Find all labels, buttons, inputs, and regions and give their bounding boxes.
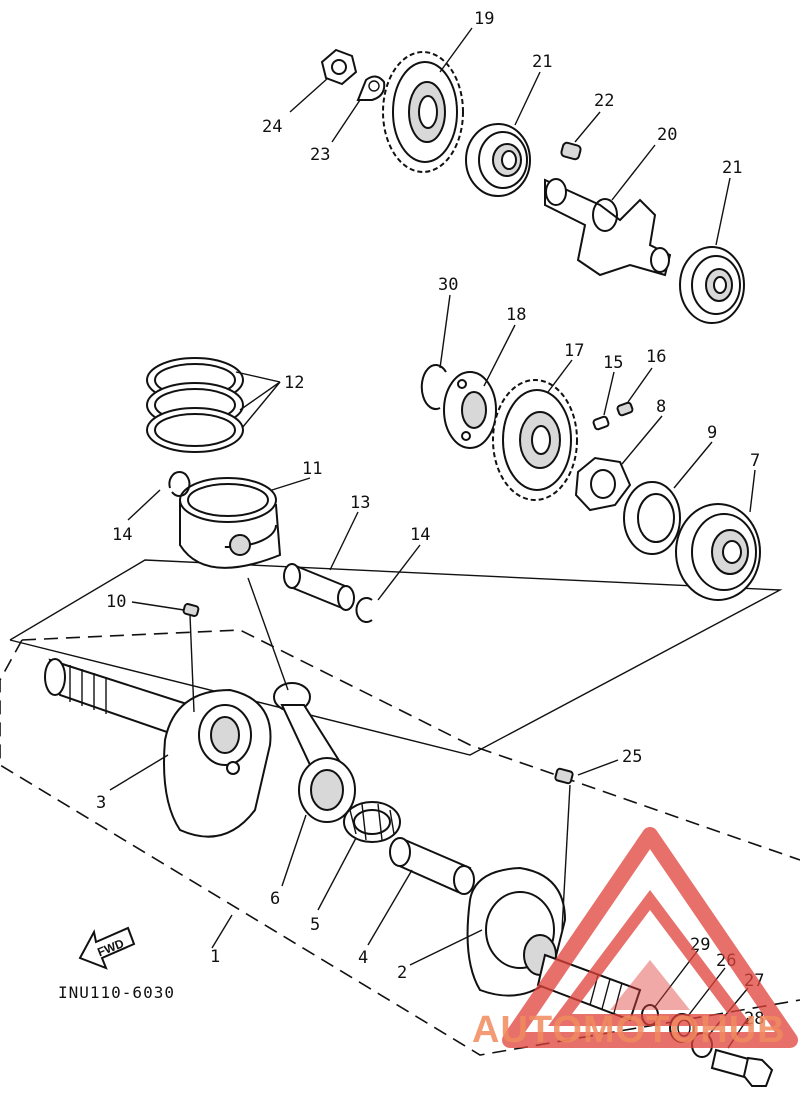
callout-12: 12 bbox=[284, 373, 304, 393]
callout-30: 30 bbox=[438, 275, 458, 295]
key-22 bbox=[560, 141, 582, 161]
circlip-14-left bbox=[168, 470, 191, 497]
callout-13: 13 bbox=[350, 493, 370, 513]
plate-18 bbox=[443, 371, 497, 449]
piston-rings-12 bbox=[146, 357, 244, 453]
leader-lines bbox=[109, 27, 756, 1049]
crank-pin-4 bbox=[389, 837, 475, 895]
callout-20: 20 bbox=[657, 125, 677, 145]
nut-8 bbox=[574, 456, 632, 512]
callout-4: 4 bbox=[358, 948, 368, 968]
circlip-14-right bbox=[355, 597, 373, 623]
callout-29: 29 bbox=[690, 935, 710, 955]
bolt-28 bbox=[710, 1048, 774, 1087]
fwd-arrow-icon: FWD bbox=[78, 926, 136, 970]
balancer-shaft-20 bbox=[544, 178, 672, 277]
callout-14-right: 14 bbox=[410, 525, 430, 545]
callout-5: 5 bbox=[310, 915, 320, 935]
drawing-code: INU110-6030 bbox=[58, 983, 175, 1002]
callout-15: 15 bbox=[603, 353, 623, 373]
callout-25: 25 bbox=[622, 747, 642, 767]
circlip-30 bbox=[420, 364, 447, 411]
primary-drive-gear-19 bbox=[382, 51, 464, 173]
piston-11 bbox=[179, 477, 282, 569]
key-25 bbox=[554, 767, 574, 785]
callout-6: 6 bbox=[270, 889, 280, 909]
crankshaft-left-3 bbox=[44, 658, 272, 838]
callout-21-upper: 21 bbox=[532, 52, 552, 72]
callout-10: 10 bbox=[106, 592, 126, 612]
callout-8: 8 bbox=[656, 397, 666, 417]
crankshaft-right-2 bbox=[466, 866, 642, 1022]
callout-19: 19 bbox=[474, 9, 494, 29]
spring-15 bbox=[592, 415, 610, 431]
needle-bearing-5 bbox=[343, 801, 401, 843]
washer-9 bbox=[623, 481, 681, 555]
bearing-21-lower bbox=[679, 246, 745, 324]
bearing-21-upper bbox=[465, 123, 531, 197]
callout-2: 2 bbox=[397, 963, 407, 983]
callout-21-lower: 21 bbox=[722, 158, 742, 178]
pin-16 bbox=[616, 401, 634, 417]
nut-24 bbox=[320, 48, 358, 86]
assembly-outline-solid bbox=[9, 559, 783, 756]
callout-23: 23 bbox=[310, 145, 330, 165]
callout-18: 18 bbox=[506, 305, 526, 325]
watermark-logo-icon bbox=[502, 827, 798, 1048]
connecting-rod-6 bbox=[273, 682, 356, 823]
piston-pin-13 bbox=[283, 563, 355, 611]
callout-22: 22 bbox=[594, 91, 614, 111]
watermark-text: AUTOMOTOHUB bbox=[472, 1009, 786, 1051]
callout-1: 1 bbox=[210, 947, 220, 967]
key-10 bbox=[182, 603, 200, 617]
callout-3: 3 bbox=[96, 793, 106, 813]
callout-24: 24 bbox=[262, 117, 282, 137]
callout-7: 7 bbox=[750, 451, 760, 471]
callout-11: 11 bbox=[302, 459, 322, 479]
callout-labels: 1 2 3 4 5 6 7 8 9 10 11 12 13 14 14 15 1… bbox=[96, 9, 764, 1029]
callout-16: 16 bbox=[646, 347, 666, 367]
callout-14-left: 14 bbox=[112, 525, 132, 545]
callout-9: 9 bbox=[707, 423, 717, 443]
callout-17: 17 bbox=[564, 341, 584, 361]
lock-washer-23 bbox=[356, 75, 386, 101]
balancer-driven-gear-17 bbox=[492, 379, 578, 501]
bearing-7 bbox=[675, 503, 761, 601]
